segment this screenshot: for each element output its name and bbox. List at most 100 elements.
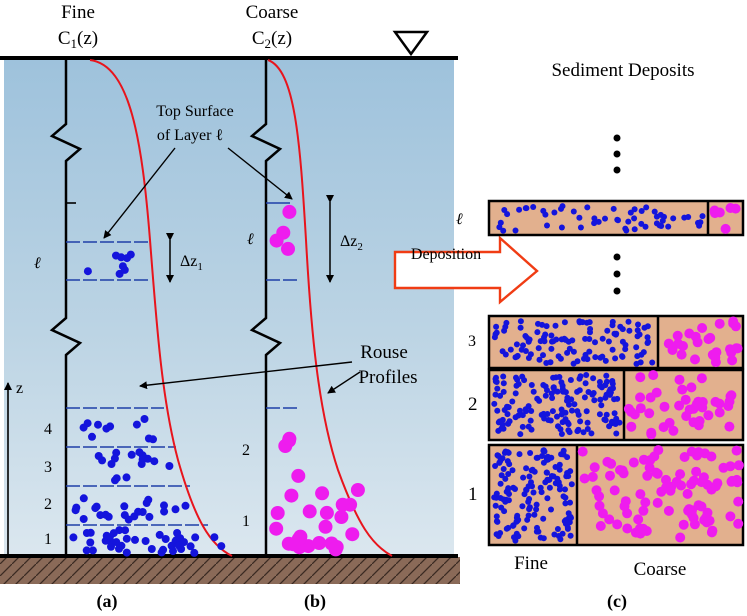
continuation-dots-mid [613, 253, 621, 295]
fine-particle [83, 267, 92, 276]
fine-particle [507, 346, 514, 353]
fine-particle [571, 401, 578, 408]
coarse-particle [688, 475, 699, 486]
fine-particle [536, 397, 543, 404]
fine-particle [603, 391, 610, 398]
fine-particle [579, 319, 586, 326]
panel-label-c: (c) [607, 591, 627, 612]
coarse-concentration-label: C2(z) [252, 28, 292, 51]
coarse-particle [651, 387, 662, 398]
fine-particle [580, 429, 587, 436]
fine-particle [527, 450, 534, 456]
fine-particle [210, 533, 219, 542]
fine-layer-label: 3 [44, 459, 52, 476]
coarse-particle [345, 527, 360, 542]
fine-particle [102, 531, 111, 540]
coarse-particle [633, 514, 644, 525]
fine-particles-lower-layers [69, 415, 226, 557]
fine-particle [533, 454, 540, 461]
fine-particle [88, 546, 97, 555]
fine-particle [150, 457, 159, 466]
coarse-particle [620, 496, 631, 507]
fine-particle [562, 494, 569, 501]
fine-particle [519, 373, 526, 380]
coarse-column-axis [249, 58, 283, 556]
fine-particle [537, 338, 544, 345]
coarse-particle [651, 467, 662, 478]
fine-particle [549, 408, 556, 415]
fine-particle [623, 227, 630, 234]
coarse-particle [718, 462, 729, 473]
coarse-particle [703, 334, 714, 345]
fine-particle [542, 331, 549, 338]
coarse-particle [286, 537, 301, 552]
fine-particle [586, 319, 593, 326]
fine-particle [603, 378, 610, 385]
fine-particle [505, 404, 512, 411]
fine-particle [565, 338, 572, 345]
fine-particle [519, 503, 526, 510]
fine-particle [503, 488, 510, 495]
fine-particle [576, 387, 583, 394]
water-level-triangle [392, 30, 430, 57]
fine-particle [590, 390, 597, 396]
coarse-particle [663, 338, 674, 349]
fine-particle [505, 471, 512, 477]
fine-particle [528, 479, 534, 486]
coarse-particle [626, 421, 637, 432]
coarse-particle [675, 532, 686, 543]
coarse-particle [731, 445, 742, 456]
fine-particle [494, 407, 501, 414]
coarse-particle [312, 536, 327, 550]
fine-particle [516, 451, 523, 458]
fine-particle [540, 352, 546, 359]
fine-particle [603, 411, 610, 418]
fine-particle [622, 342, 629, 348]
fine-particle [531, 511, 538, 518]
fine-particle [562, 500, 569, 507]
fine-particle [570, 360, 577, 367]
fine-particle [500, 466, 507, 472]
fine-particle [120, 502, 129, 511]
fine-particle [627, 209, 634, 216]
fine-particle [597, 396, 604, 403]
fine-particle [548, 332, 555, 339]
rouse-pointer-fine [139, 361, 353, 390]
coarse-particle [679, 452, 690, 462]
fine-particle [554, 388, 561, 395]
coarse-particle [635, 489, 646, 500]
fine-particle [556, 486, 563, 493]
fine-particle [88, 432, 96, 441]
fine-particle [592, 339, 598, 346]
coarse-particle [594, 500, 605, 511]
coarse-layer-label: 2 [242, 442, 250, 459]
coarse-particle [680, 394, 691, 405]
rouse-profile-fine [89, 59, 233, 557]
fine-particle [498, 504, 505, 511]
fine-particle [562, 389, 569, 396]
coarse-particle [682, 488, 693, 499]
coarse-particles-layer-l [269, 204, 297, 256]
coarse-particle [687, 509, 697, 520]
fine-particle [540, 515, 547, 522]
fine-particle [160, 501, 168, 510]
fine-particle [619, 353, 626, 360]
fine-particle [584, 204, 591, 211]
fine-particle [79, 494, 88, 503]
coarse-particle [710, 208, 720, 219]
coarse-particle [724, 421, 735, 432]
fine-particle [111, 476, 119, 485]
fine-particle [536, 356, 543, 363]
fine-particle [588, 430, 595, 437]
fine-particle [503, 525, 510, 532]
coarse-particle [726, 476, 737, 487]
coarse-particle [646, 427, 657, 438]
coarse-particle [334, 510, 349, 524]
coarse-particle [676, 480, 687, 491]
coarse-particle [714, 318, 725, 329]
coarse-particle [732, 343, 743, 354]
fine-particle [541, 448, 548, 455]
fine-particle [670, 215, 677, 222]
fine-particle [613, 430, 620, 437]
rouse-profile-coarse [267, 59, 393, 557]
